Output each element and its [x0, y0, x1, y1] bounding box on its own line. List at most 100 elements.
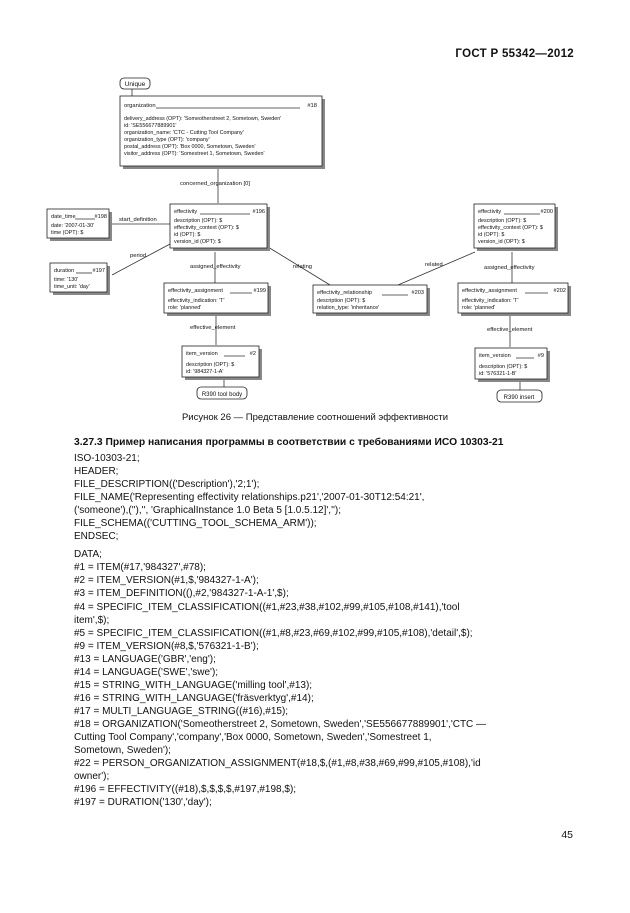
organization-ref: #18 — [307, 103, 317, 109]
item-version-left-box: item_version #2 description (OPT): $ id:… — [181, 345, 262, 380]
relationship-line: relation_type: 'inheritance' — [317, 305, 379, 311]
code-line: FILE_DESCRIPTION(('Description'),'2;1'); — [74, 479, 260, 491]
item-version-left-line: id: '984327-1-A' — [186, 369, 223, 375]
code-line: #9 = ITEM_VERSION(#8,$,'576321-1-B'); — [74, 640, 259, 652]
relationship-ref: #203 — [412, 290, 424, 296]
effectivity-right-line: version_id (OPT): $ — [478, 239, 525, 245]
effectivity-assignment-left-box: effectivity_assignment #199 effectivity_… — [163, 282, 271, 316]
organization-line: postal_address (OPT): 'Box 0000, Sometow… — [124, 144, 256, 150]
effectivity-left-ref: #196 — [253, 209, 265, 215]
code-line: #18 = ORGANIZATION('Someotherstreet 2, S… — [74, 718, 487, 730]
effectivity-left-line: id (OPT): $ — [174, 232, 200, 238]
code-line: #2 = ITEM_VERSION(#1,$,'984327-1-A'); — [74, 575, 259, 587]
code-line: #5 = SPECIFIC_ITEM_CLASSIFICATION((#1,#8… — [74, 627, 473, 639]
item-version-right-line: id: '576321-1-B' — [479, 371, 516, 377]
effectivity-left-line: description (OPT): $ — [174, 218, 222, 224]
code-line: #196 = EFFECTIVITY((#18),$,$,$,$,#197,#1… — [74, 784, 297, 796]
item-version-right-line: description (OPT): $ — [479, 364, 527, 370]
code-line: ENDSEC; — [74, 531, 119, 543]
organization-title: organization — [124, 103, 156, 109]
organization-line: visitor_address (OPT): 'Somestreet 1, So… — [124, 151, 264, 157]
page-number: 45 — [561, 829, 573, 841]
item-version-right-ref: #9 — [538, 353, 544, 359]
assignment-right-ref: #202 — [554, 288, 566, 294]
organization-box: organization #18 delivery_address (OPT):… — [119, 95, 325, 169]
code-line: ISO-10303-21; — [74, 453, 140, 464]
code-line: #3 = ITEM_DEFINITION((),#2,'984327-1-A-1… — [74, 588, 289, 600]
code-line: HEADER; — [74, 466, 119, 478]
duration-line: time_unit: 'day' — [54, 284, 90, 290]
code-line: item',$); — [74, 614, 110, 626]
code-line: Sometown, Sweden'); — [74, 745, 171, 757]
edge-label-start-definition: start_definition — [119, 217, 157, 223]
duration-box: duration #197 time: '130' time_unit: 'da… — [49, 262, 110, 295]
r390-tool-body-text: R390 tool body — [202, 392, 242, 398]
r390-insert-text: R390 insert — [504, 395, 535, 401]
edge-label-period: period — [130, 253, 146, 259]
effectivity-right-title: effectivity — [478, 209, 501, 215]
edge-label-assigned-effectivity-left: assigned_effectivity — [190, 264, 241, 270]
effectivity-right-ref: #200 — [541, 209, 553, 215]
code-line: #1 = ITEM(#17,'984327',#78); — [74, 562, 206, 574]
relationship-title: effectivity_relationship — [317, 290, 372, 296]
code-line: #22 = PERSON_ORGANIZATION_ASSIGNMENT(#18… — [74, 758, 481, 770]
r390-insert-label: R390 insert — [496, 389, 543, 403]
diagram-connectors — [110, 88, 521, 390]
duration-line: time: '130' — [54, 277, 78, 283]
section-title: 3.27.3 Пример написания программы в соот… — [74, 437, 504, 448]
organization-line: id: 'SE556677889901' — [124, 123, 176, 129]
organization-line: organization_type (OPT): 'company' — [124, 137, 210, 143]
standard-header: ГОСТ Р 55342—2012 — [455, 48, 574, 60]
effectivity-right-box: effectivity #200 description (OPT): $ ef… — [473, 203, 558, 251]
unique-label-text: Unique — [125, 81, 146, 88]
edge-label-assigned-effectivity-right: assigned_effectivity — [484, 265, 535, 271]
relationship-line: description (OPT): $ — [317, 298, 365, 304]
effectivity-diagram: Unique organization #18 delivery_address… — [46, 77, 571, 403]
code-line: DATA; — [74, 549, 102, 561]
assignment-right-line: effectivity_indication: 'T' — [462, 298, 519, 304]
edge-label-effective-element-left: effective_element — [190, 325, 236, 331]
item-version-left-ref: #2 — [250, 351, 256, 357]
effectivity-left-box: effectivity #196 description (OPT): $ ef… — [169, 203, 270, 251]
item-version-right-title: item_version — [479, 353, 511, 359]
code-listing: ISO-10303-21; HEADER; FILE_DESCRIPTION((… — [74, 452, 574, 809]
assignment-left-ref: #199 — [254, 288, 266, 294]
unique-label: Unique — [119, 77, 151, 90]
duration-ref: #197 — [93, 268, 105, 274]
assignment-right-line: role: 'planned' — [462, 305, 495, 311]
effectivity-relationship-box: effectivity_relationship #203 descriptio… — [312, 284, 430, 316]
code-line: ('someone'),(''),'', 'GraphicalInstance … — [74, 505, 341, 517]
code-line: owner'); — [74, 771, 110, 783]
effectivity-right-line: id (OPT): $ — [478, 232, 504, 238]
code-line: #17 = MULTI_LANGUAGE_STRING((#16),#15); — [74, 705, 289, 717]
assignment-left-title: effectivity_assignment — [168, 288, 223, 294]
effectivity-left-title: effectivity — [174, 209, 197, 215]
effectivity-left-line: effectivity_context (OPT): $ — [174, 225, 239, 231]
item-version-left-title: item_version — [186, 351, 218, 357]
figure-caption: Рисунок 26 — Представление соотношений э… — [181, 412, 449, 423]
assignment-left-line: effectivity_indication: 'T' — [168, 298, 225, 304]
item-version-right-box: item_version #9 description (OPT): $ id:… — [474, 347, 550, 382]
item-version-left-line: description (OPT): $ — [186, 362, 234, 368]
effectivity-left-line: version_id (OPT): $ — [174, 239, 221, 245]
date-time-title: date_time — [51, 214, 76, 220]
date-time-box: date_time #198 date: '2007-01-30' time (… — [46, 208, 112, 241]
edge-label-related: related — [425, 262, 443, 268]
organization-line: organization_name: 'CTC - Cutting Tool C… — [124, 130, 244, 136]
edge-label-relating: relating — [293, 264, 312, 270]
code-line: #16 = STRING_WITH_LANGUAGE('fräsverktyg'… — [74, 692, 314, 704]
effectivity-assignment-right-box: effectivity_assignment #202 effectivity_… — [457, 282, 571, 316]
date-time-line: time (OPT): $ — [51, 230, 83, 236]
edge-label-effective-element-right: effective_element — [487, 327, 533, 333]
date-time-line: date: '2007-01-30' — [51, 223, 94, 229]
date-time-ref: #198 — [95, 214, 107, 220]
code-line: #14 = LANGUAGE('SWE','swe'); — [74, 666, 219, 678]
edge-label-concerned-organization: concerned_organization [0] — [180, 181, 250, 187]
organization-line: delivery_address (OPT): 'Someotherstreet… — [124, 116, 281, 122]
duration-title: duration — [54, 268, 74, 274]
effectivity-right-line: description (OPT): $ — [478, 218, 526, 224]
r390-tool-body-label: R390 tool body — [196, 386, 248, 400]
code-line: FILE_SCHEMA(('CUTTING_TOOL_SCHEMA_ARM'))… — [74, 518, 317, 530]
code-line: Cutting Tool Company','company','Box 000… — [74, 731, 432, 743]
code-line: #197 = DURATION('130','day'); — [74, 797, 212, 809]
